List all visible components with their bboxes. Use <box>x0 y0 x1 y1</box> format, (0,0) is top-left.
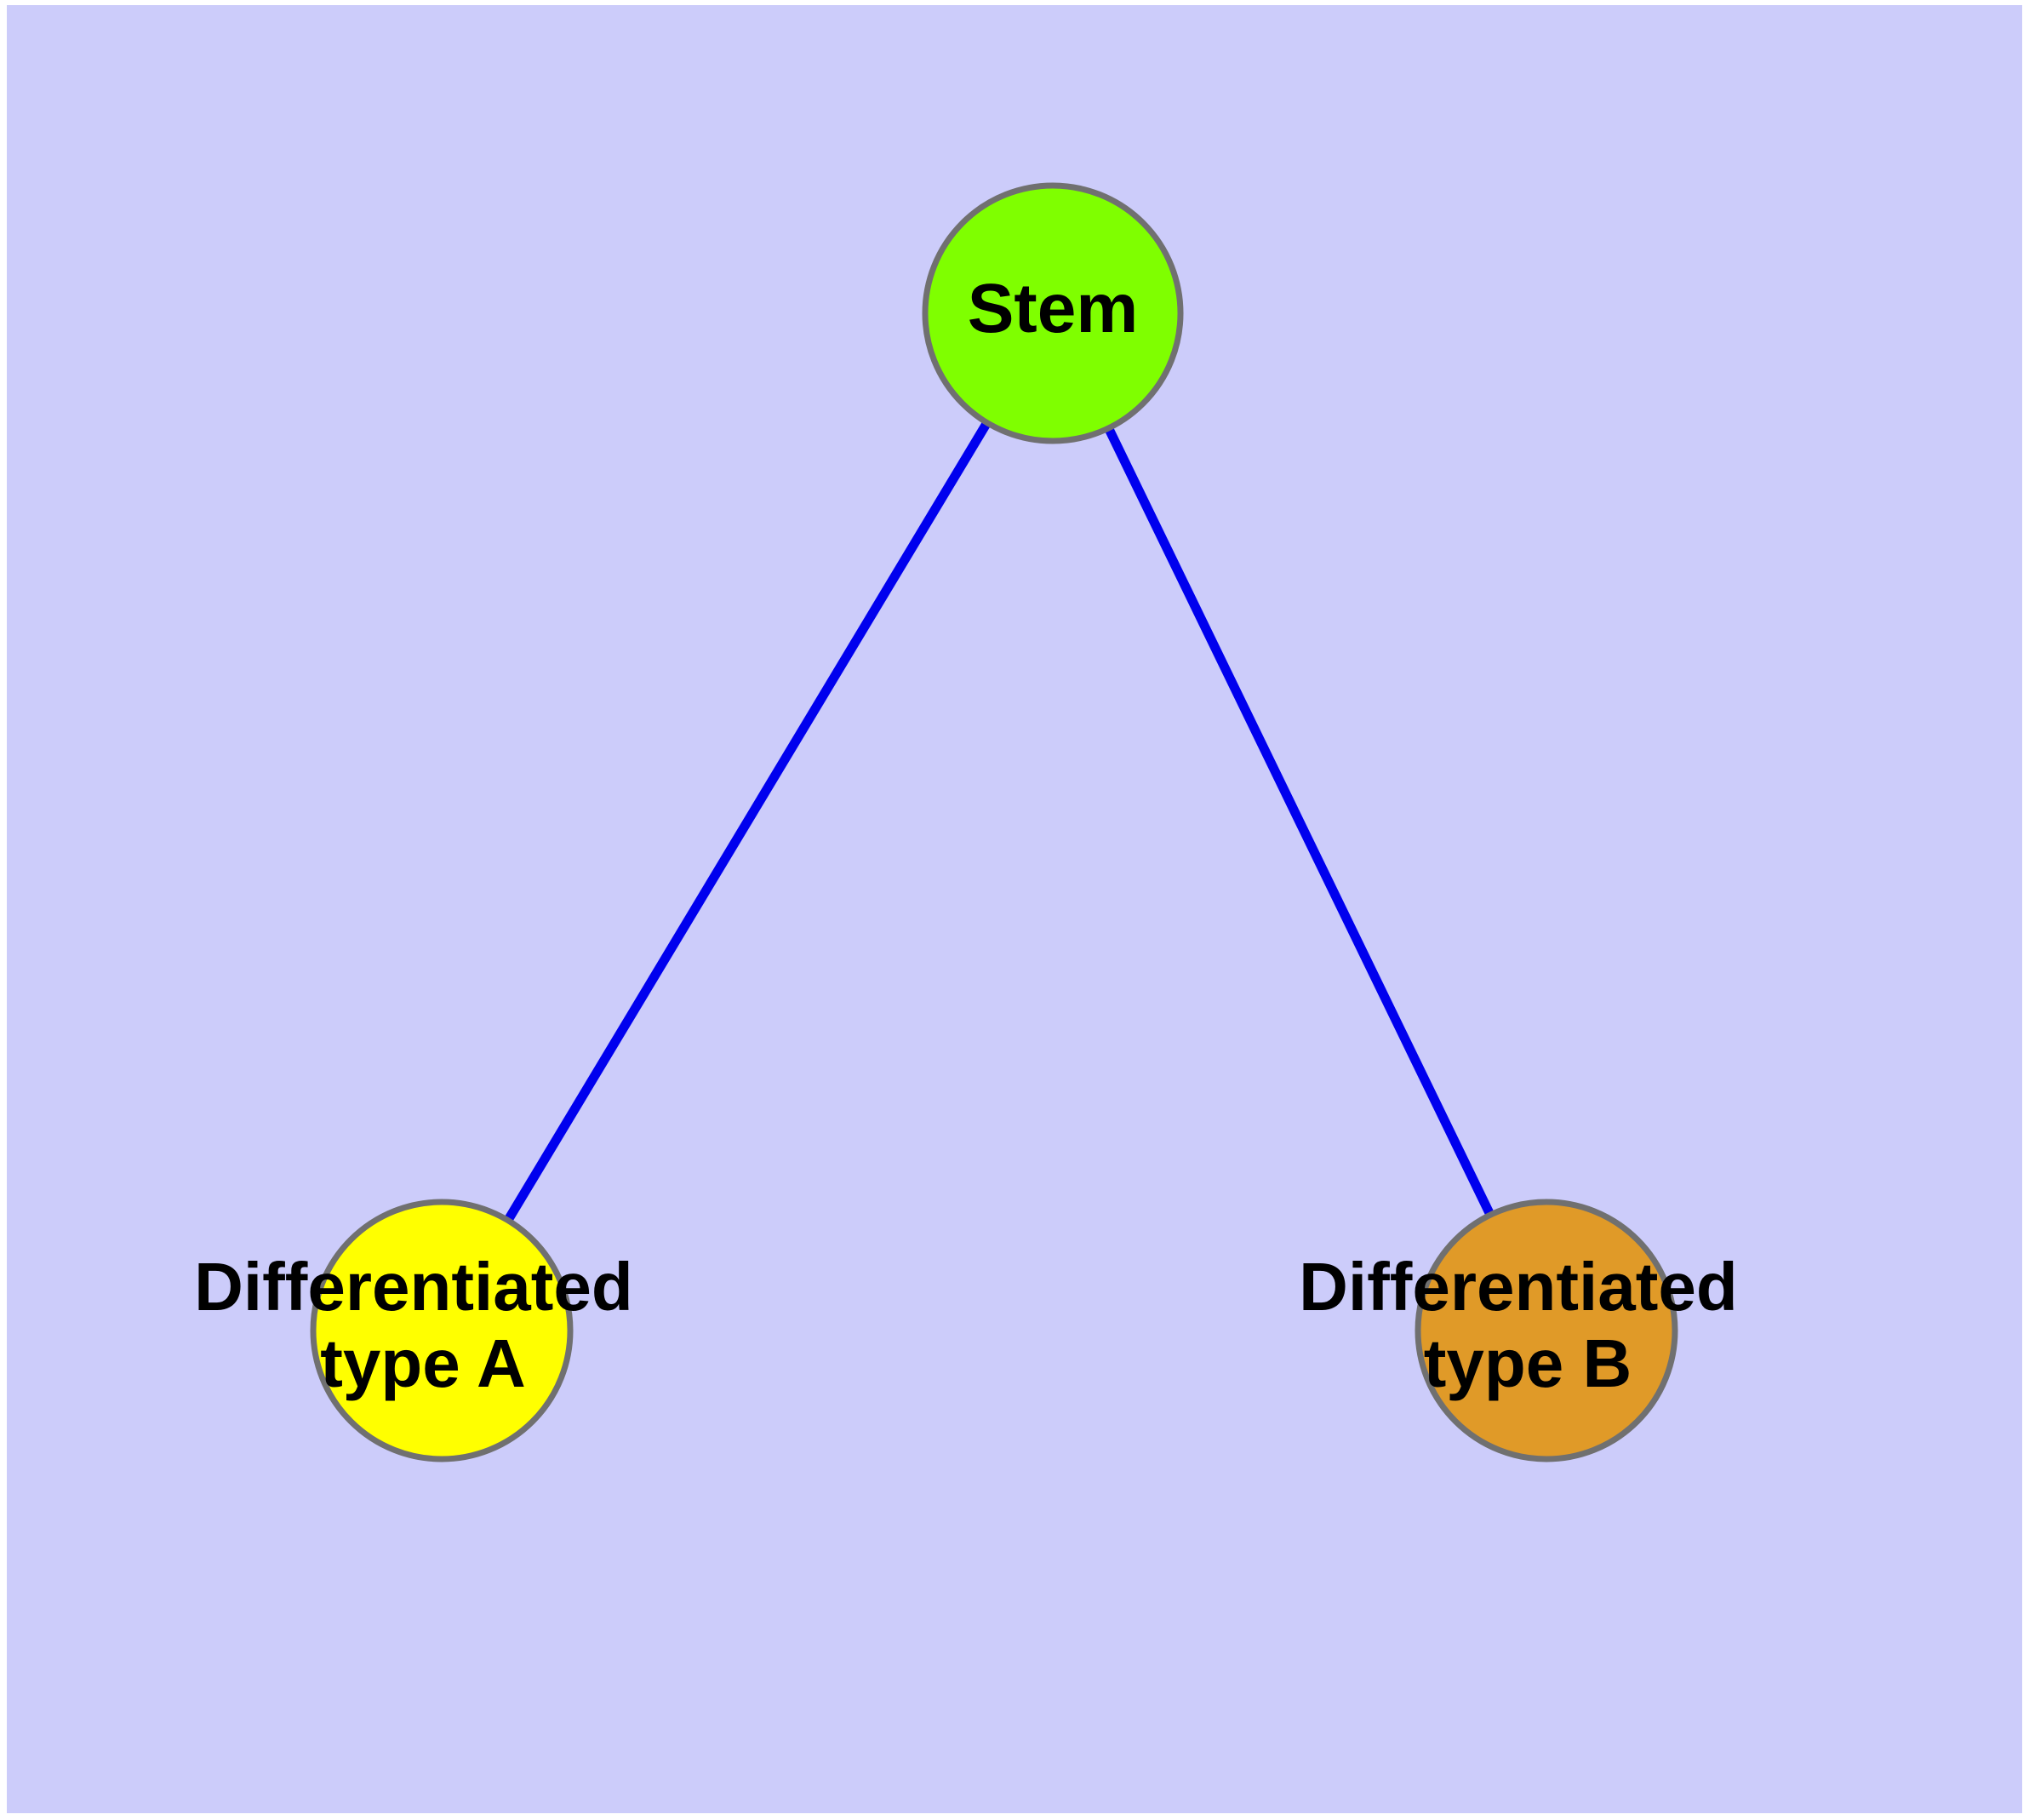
node-differentiated-type-b[interactable]: Differentiated type B <box>1299 1199 1757 1462</box>
node-label-line-2: type B <box>1424 1325 1632 1401</box>
node-label-stem: Stem <box>968 270 1139 347</box>
node-circle-differentiated-type-b[interactable] <box>1415 1199 1678 1462</box>
node-label-line-2: type A <box>320 1325 526 1401</box>
edge-stem-to-differentiated-type-a[interactable] <box>437 311 1057 1333</box>
edges-group <box>437 311 1551 1333</box>
node-circle-stem[interactable] <box>922 182 1184 444</box>
node-label-differentiated-type-b: Differentiated type B <box>1299 1249 1757 1401</box>
node-stem[interactable]: Stem <box>922 182 1184 444</box>
node-differentiated-type-a[interactable]: Differentiated type A <box>194 1199 652 1462</box>
nodes-group: Differentiated type A Differentiated typ… <box>194 182 1757 1462</box>
node-label-differentiated-type-a: Differentiated type A <box>194 1249 652 1401</box>
node-label-line-1: Differentiated <box>194 1249 633 1325</box>
node-label-line-1: Stem <box>968 270 1139 347</box>
node-label-line-1: Differentiated <box>1299 1249 1738 1325</box>
edge-stem-to-differentiated-type-b[interactable] <box>1049 311 1551 1333</box>
node-circle-differentiated-type-a[interactable] <box>310 1199 574 1462</box>
